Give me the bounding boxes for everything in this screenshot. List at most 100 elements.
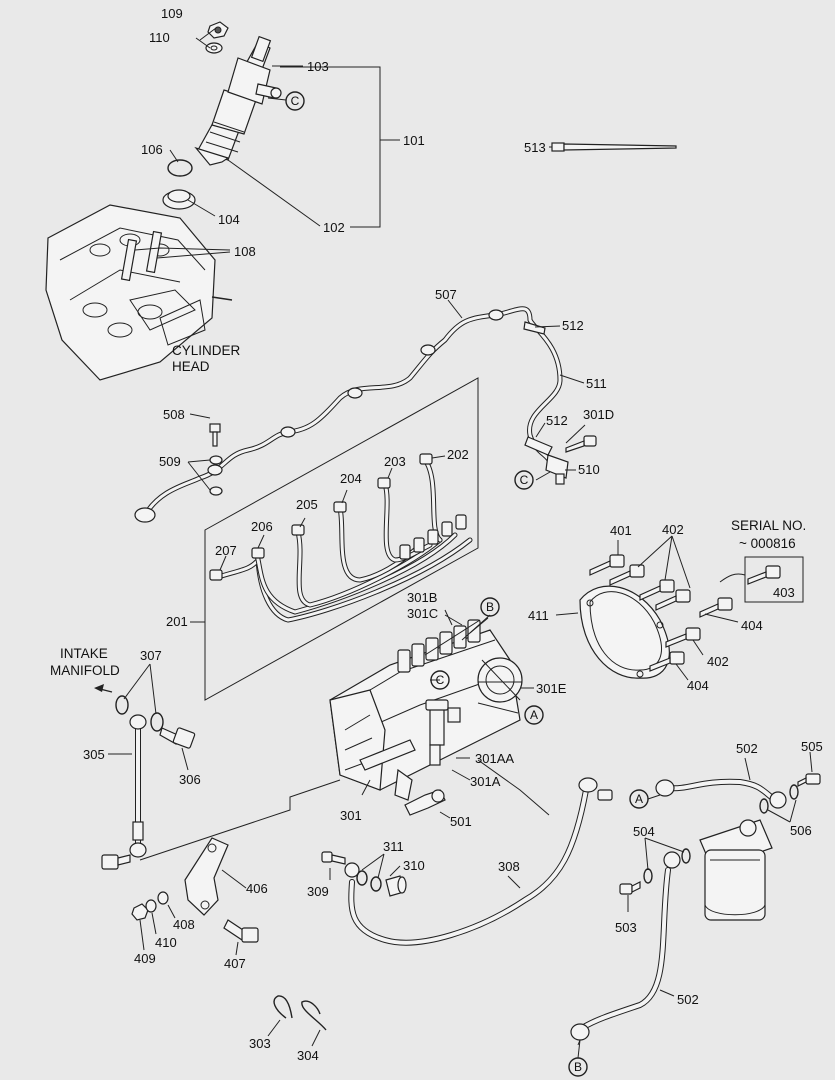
label-103: 103 [307,59,329,74]
label-203: 203 [384,454,406,469]
label-501: 501 [450,814,472,829]
washers-311 [356,870,382,892]
label-404-bottom: 404 [687,678,709,693]
fuel-line-502-lower [570,851,681,1041]
label-104: 104 [218,212,240,227]
label-201: 201 [166,614,188,629]
rod-513 [551,142,677,152]
label-404-top: 404 [741,618,763,633]
cap-310 [385,875,407,897]
label-402-top: 402 [662,522,684,537]
serial-text-1: SERIAL NO. [731,518,806,533]
bolts-401-402-404 [589,554,781,672]
label-410: 410 [155,935,177,950]
banjo-501 [404,789,446,816]
label-202: 202 [447,447,469,462]
label-306: 306 [179,772,201,787]
washer-408 [157,891,169,905]
label-503: 503 [615,920,637,935]
label-407: 407 [224,956,246,971]
label-512-bottom: 512 [546,413,568,428]
label-311: 311 [383,839,404,854]
clip-303 [273,995,293,1019]
bolt-306 [159,727,196,749]
fuel-line-305 [101,714,147,870]
serial-text-2: ~ 000816 [739,536,796,551]
nut-109 [207,21,229,39]
callout-letter: A [530,708,538,722]
label-308: 308 [498,859,520,874]
gasket-flange-411 [579,585,670,679]
callout-b-pump: B [480,597,500,617]
label-303: 303 [249,1036,271,1051]
bolt-585 [597,789,613,801]
callout-letter: A [635,792,643,806]
bolt-407 [223,919,259,943]
label-108: 108 [234,244,256,259]
label-301C: 301C [407,606,438,621]
fuel-hose-308 [344,777,598,946]
washers-307 [115,695,164,732]
seal-104 [162,189,196,210]
connector-510 [545,454,569,485]
label-508: 508 [163,407,185,422]
cylinder-head-text-1: CYLINDER [172,343,241,358]
label-204: 204 [340,471,362,486]
label-505: 505 [801,739,823,754]
label-301AA: 301AA [475,751,514,766]
label-512-top: 512 [562,318,584,333]
washers-504-503 [619,848,691,895]
label-307: 307 [140,648,162,663]
washers-506-505 [759,773,821,814]
label-304: 304 [297,1048,319,1063]
label-301B: 301B [407,590,437,605]
label-401: 401 [610,523,632,538]
leak-off-pipe-507 [134,306,563,523]
label-409: 409 [134,951,156,966]
label-403: 403 [773,585,795,600]
washer-410 [145,899,157,913]
label-510: 510 [578,462,600,477]
label-106: 106 [141,142,163,157]
o-ring-106 [167,159,193,177]
callout-letter: B [486,600,494,614]
callout-letter: C [291,94,300,108]
label-101: 101 [403,133,425,148]
label-207: 207 [215,543,237,558]
nut-409 [131,903,149,921]
callout-a-pump: A [524,705,544,725]
intake-text-1: INTAKE [60,646,108,661]
label-408: 408 [173,917,195,932]
callout-c-leakoff: C [514,470,534,490]
washer-110 [205,42,223,54]
bolt-301D [565,435,597,453]
cylinder-head-text-2: HEAD [172,359,210,374]
label-301: 301 [340,808,362,823]
clip-304 [301,1000,327,1031]
label-502-top: 502 [736,741,758,756]
callout-letter: B [574,1060,582,1074]
callout-letter: C [520,473,529,487]
label-110: 110 [149,30,170,45]
label-309: 309 [307,884,329,899]
label-402-bottom: 402 [707,654,729,669]
callout-b-filter: B [568,1057,588,1077]
callout-letter: C [436,673,445,687]
label-206: 206 [251,519,273,534]
callout-a-filter: A [629,789,649,809]
label-109: 109 [161,6,183,21]
injection-pipes-201 [204,377,479,701]
intake-text-2: MANIFOLD [50,663,120,678]
label-502-bottom: 502 [677,992,699,1007]
bolt-309 [321,851,346,865]
label-504: 504 [633,824,655,839]
label-509: 509 [159,454,181,469]
label-411: 411 [528,608,549,623]
label-511: 511 [586,376,607,391]
label-513: 513 [524,140,546,155]
fuel-line-502-upper [655,778,787,809]
label-406: 406 [246,881,268,896]
label-507: 507 [435,287,457,302]
